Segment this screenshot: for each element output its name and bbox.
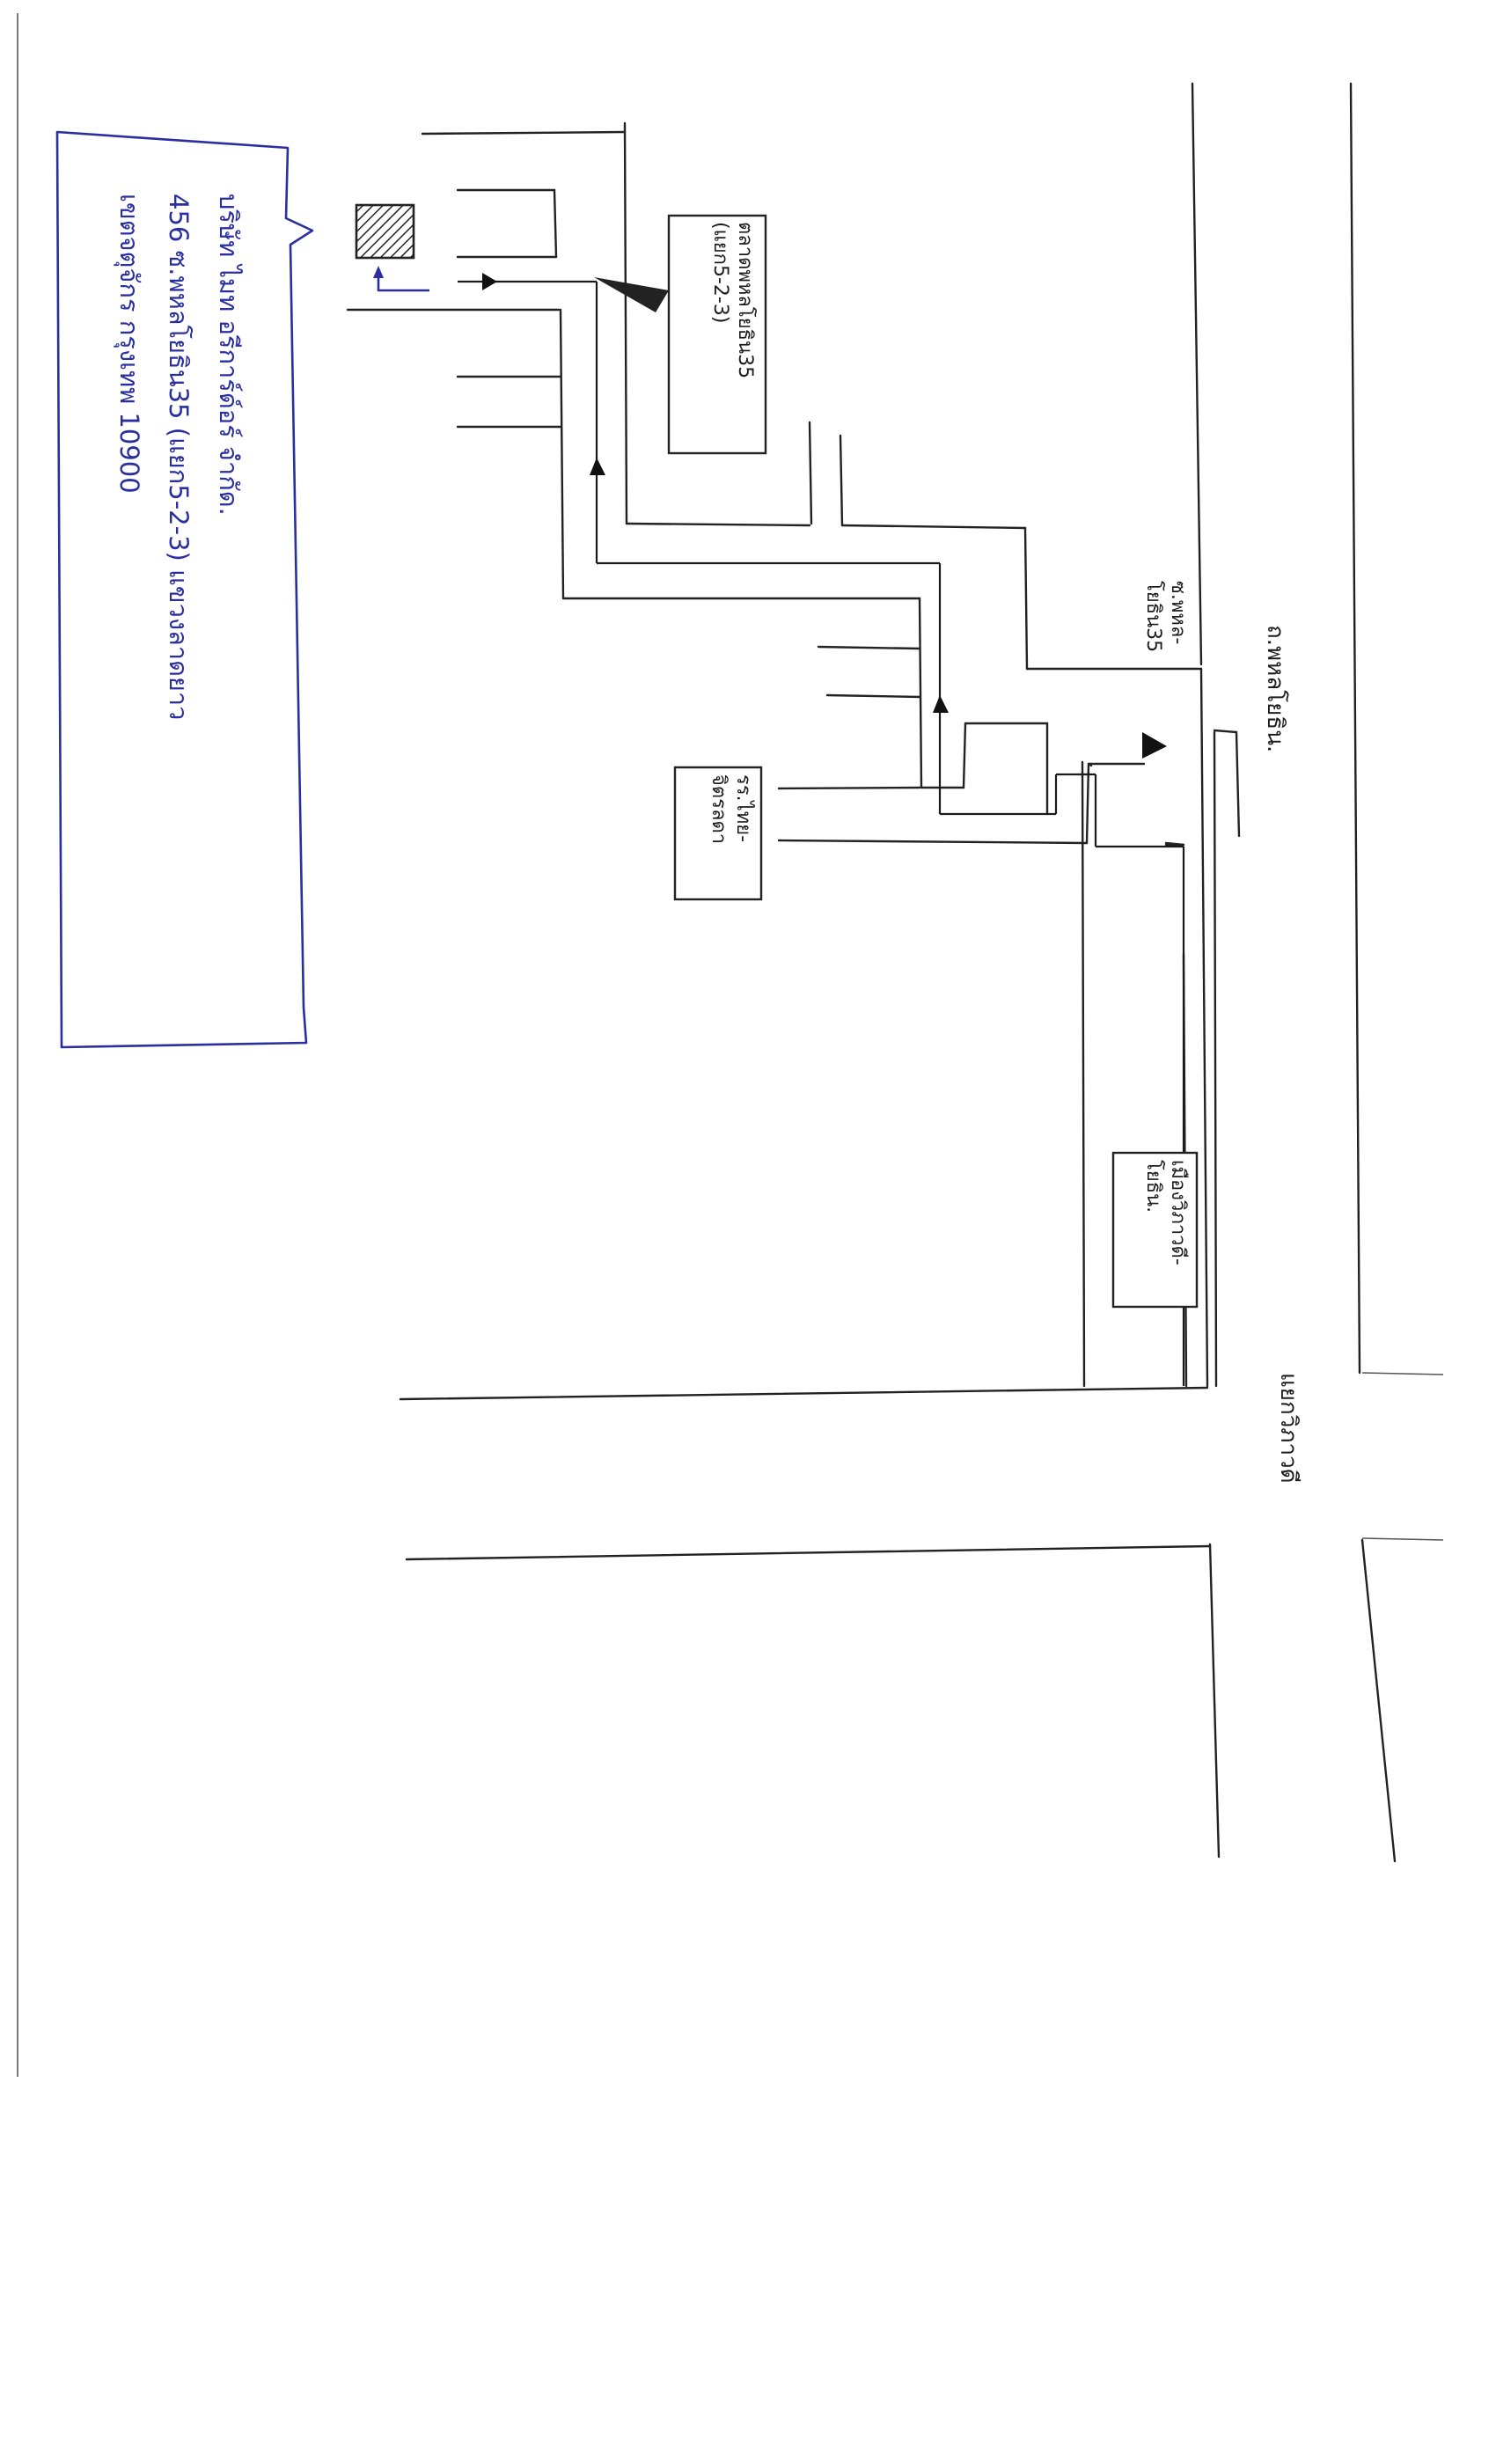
building-label-line1: ตลาดพหลโยธิน35 — [734, 222, 756, 379]
direction-arrow-icon — [482, 273, 1167, 759]
driving-route — [458, 280, 1185, 1386]
soi-label: ซ.พหล- โยธิน35 — [1141, 581, 1190, 652]
station-label-box — [1111, 1151, 1199, 1309]
hospital-label-box — [673, 766, 763, 901]
building-label-box — [667, 214, 767, 455]
callout-line2: 456 ซ.พหลโยธิน35 (แยก5-2-3) แขวงลาดยาว — [164, 194, 194, 721]
company-address-callout: บริษัท ไมท อรีการ์ด์อร์ จำกัด. 456 ซ.พหล… — [104, 194, 253, 720]
soi-label-line1: ซ.พหล- — [1167, 581, 1189, 645]
building-label-line2: (แยก5-2-3) — [709, 222, 732, 324]
main-road-label: ถ.พหลโยธิน. — [1261, 625, 1290, 752]
station-label-line2: โยธิน. — [1142, 1160, 1165, 1214]
soi-roads — [346, 121, 1241, 1388]
callout-line1: บริษัท ไมท อรีการ์ด์อร์ จำกัด. — [214, 194, 244, 516]
intersection-stubs — [1361, 1372, 1444, 1541]
destination-marker-icon — [355, 203, 429, 292]
hospital-label-line1: รร.ไทย- — [732, 774, 754, 843]
intersection-label-text: แยกวิภาวดี — [1275, 1373, 1302, 1484]
station-label-line1: เมืองวิภาวดี- — [1167, 1160, 1189, 1265]
hospital-label-line2: จิตรลดา — [708, 774, 730, 845]
landmark-flag-icon — [594, 277, 669, 312]
callout-bubble — [55, 130, 314, 1049]
hospital-label: รร.ไทย- จิตรลดา — [707, 774, 755, 844]
cross-road — [399, 1386, 1212, 1561]
main-road-label-text: ถ.พหลโยธิน. — [1262, 625, 1288, 753]
main-road — [1191, 82, 1397, 1863]
callout-line3: เขตจตุจักร กรุงเทพ 10900 — [114, 194, 144, 494]
intersection-label: แยกวิภาวดี — [1274, 1373, 1303, 1484]
building-label: ตลาดพหลโยธิน35 (แยก5-2-3) — [708, 222, 757, 378]
soi-label-line2: โยธิน35 — [1142, 581, 1165, 653]
station-label: เมืองวิภาวดี- โยธิน. — [1141, 1160, 1190, 1265]
